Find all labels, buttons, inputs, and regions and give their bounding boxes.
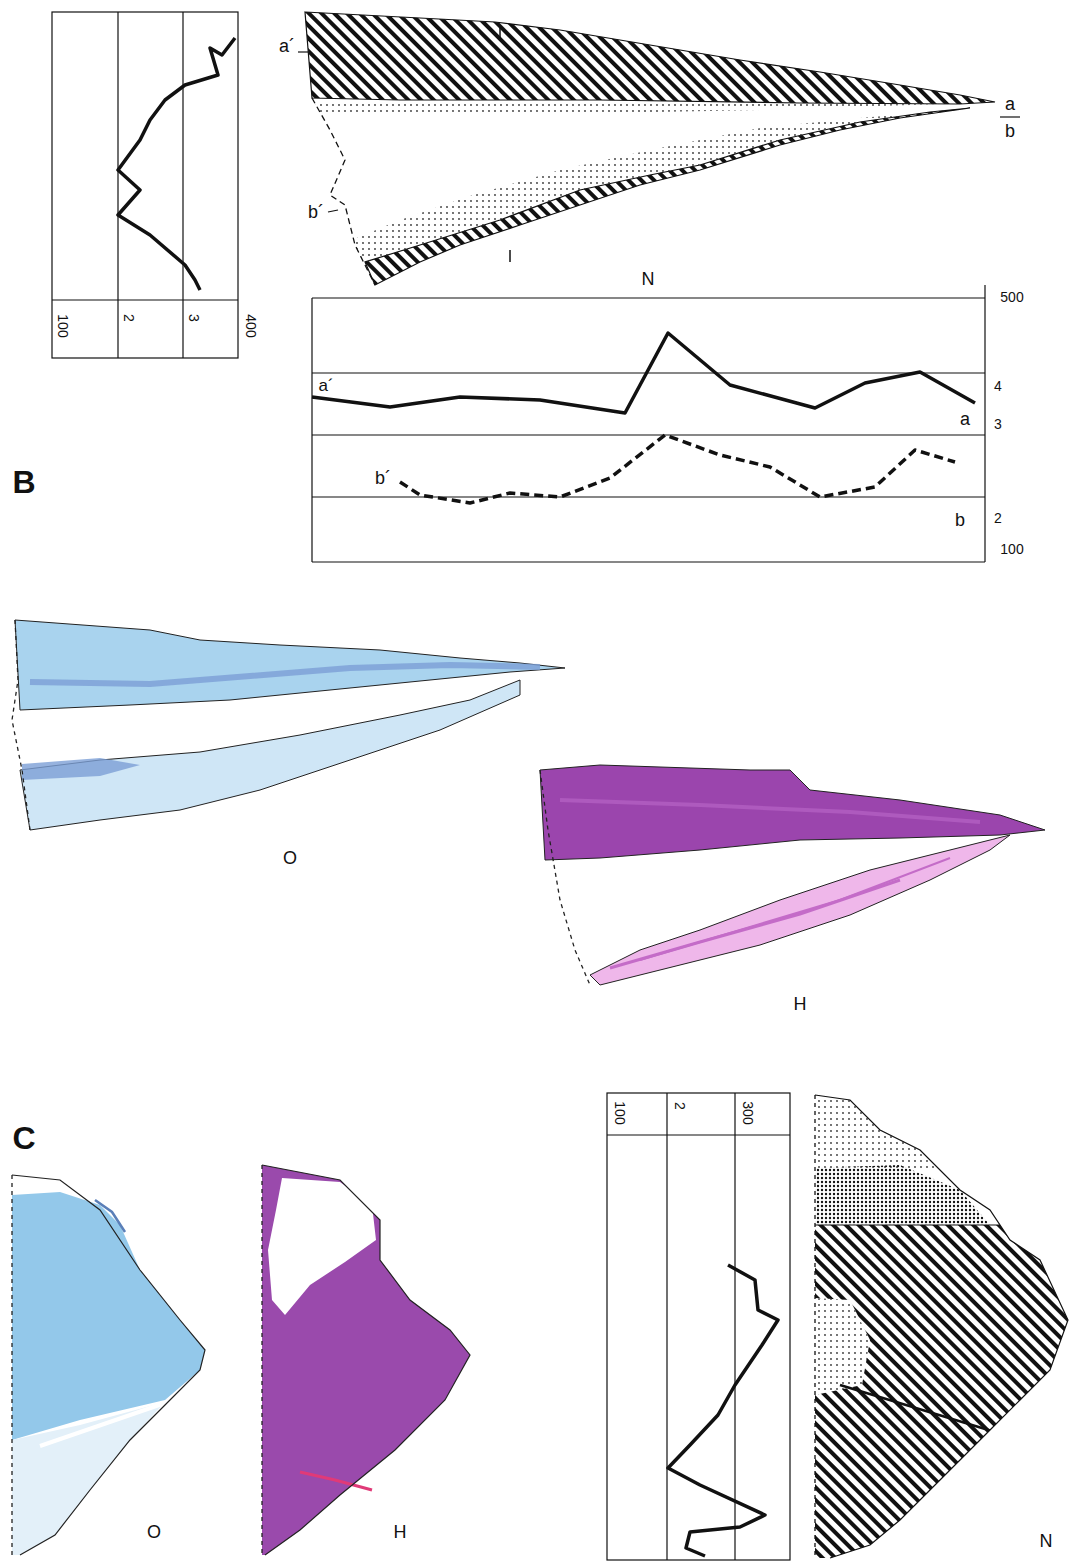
zone-border: [815, 1225, 1000, 1226]
stain-stripe: [640, 858, 950, 960]
profile-curve: [668, 1265, 778, 1556]
stained-band: [12, 1402, 165, 1555]
hatched-band: [305, 12, 995, 104]
cut-edge: [814, 1095, 815, 1558]
section-outline: [262, 1165, 470, 1555]
curve-label: a: [960, 410, 970, 428]
chart-frame: [52, 12, 238, 358]
grid-line: [52, 299, 238, 300]
stain-stripe: [95, 1200, 125, 1232]
stained-section: [12, 620, 565, 830]
axis-value: 2: [994, 511, 1002, 525]
fissure-line: [840, 1385, 1005, 1435]
grid-line: [182, 12, 183, 358]
stain-label: N: [642, 270, 655, 288]
hatched-band: [365, 108, 970, 285]
axis-value: 2: [673, 1102, 687, 1110]
stain-stripe: [560, 800, 980, 822]
section-drawing: [815, 1095, 1075, 1565]
stippled-patch: [815, 1298, 870, 1395]
profile-chart: [607, 1093, 790, 1560]
chart-frame: [312, 561, 985, 562]
stain-stripe: [22, 758, 140, 780]
stain-label: H: [794, 995, 807, 1013]
axis-value: 4: [994, 379, 1002, 393]
axis-value: 2: [122, 314, 136, 322]
stained-section: [262, 1165, 470, 1555]
stained-band: [590, 835, 1010, 985]
chart-frame: [311, 298, 312, 562]
axis-value: 300: [741, 1101, 755, 1124]
curve-label: b: [955, 511, 965, 529]
axis-value: 3: [994, 417, 1002, 431]
profile-chart: [312, 285, 985, 562]
grid-line: [312, 434, 985, 435]
cut-edge: [540, 770, 590, 985]
stippled-zone: [815, 1095, 1075, 1170]
tick-mark: [509, 250, 511, 262]
profile-curve-dashed: [400, 435, 955, 503]
grid-line: [117, 12, 118, 358]
axis-value: 500: [1000, 290, 1023, 304]
cut-edge: [12, 620, 30, 830]
section-outline: [815, 1095, 1068, 1558]
dense-stipple: [815, 1165, 990, 1225]
grid-line: [666, 1093, 667, 1560]
stain-stripe: [300, 1472, 372, 1490]
stippled-zone: [352, 112, 930, 262]
cut-edge: [11, 1175, 12, 1555]
edge-label: b: [1005, 122, 1015, 140]
section-drawing: [298, 12, 1020, 285]
grid-line: [607, 1134, 790, 1135]
panel-letter: C: [12, 1122, 35, 1154]
stippled-zone: [315, 100, 940, 116]
stained-section: [12, 1175, 205, 1555]
cut-edge: [261, 1165, 262, 1555]
profile-curve: [312, 333, 975, 413]
fraction-line: [1000, 116, 1020, 117]
stained-band: [262, 1165, 470, 1555]
section-ground: [12, 1175, 205, 1555]
stain-label: N: [1040, 1532, 1053, 1550]
chart-frame: [312, 297, 985, 298]
axis-value: 100: [613, 1101, 627, 1124]
section-lumen: [268, 1178, 376, 1315]
stained-section: [540, 765, 1045, 985]
grid-line: [312, 496, 985, 497]
profile-chart: [52, 12, 238, 358]
leader-line: [298, 51, 308, 52]
stain-label: O: [147, 1523, 161, 1541]
panel-letter: B: [12, 466, 35, 498]
chart-axis: [984, 285, 985, 562]
tick-mark: [499, 26, 501, 38]
axis-value: 3: [187, 314, 201, 322]
profile-curve: [118, 38, 235, 290]
edge-label: a´: [279, 37, 295, 55]
edge-label: a: [1005, 95, 1015, 113]
curve-label: a´: [318, 377, 333, 394]
axis-value: 400: [244, 314, 258, 337]
curve-label: b´: [375, 469, 391, 487]
stain-label: O: [283, 849, 297, 867]
stippled-patch: [815, 1298, 870, 1395]
section-outline: [12, 1175, 205, 1555]
stain-stripe: [30, 665, 540, 684]
edge-label: b´: [308, 203, 324, 221]
chart-frame: [607, 1093, 790, 1560]
stain-label: H: [394, 1523, 407, 1541]
axis-value: 100: [1000, 542, 1023, 556]
axis-value: 100: [56, 314, 70, 337]
hatched-zone: [815, 1225, 1075, 1565]
stained-band: [20, 680, 520, 830]
cut-edge: [312, 98, 375, 285]
grid-line: [734, 1093, 735, 1560]
leader-line: [328, 210, 338, 212]
